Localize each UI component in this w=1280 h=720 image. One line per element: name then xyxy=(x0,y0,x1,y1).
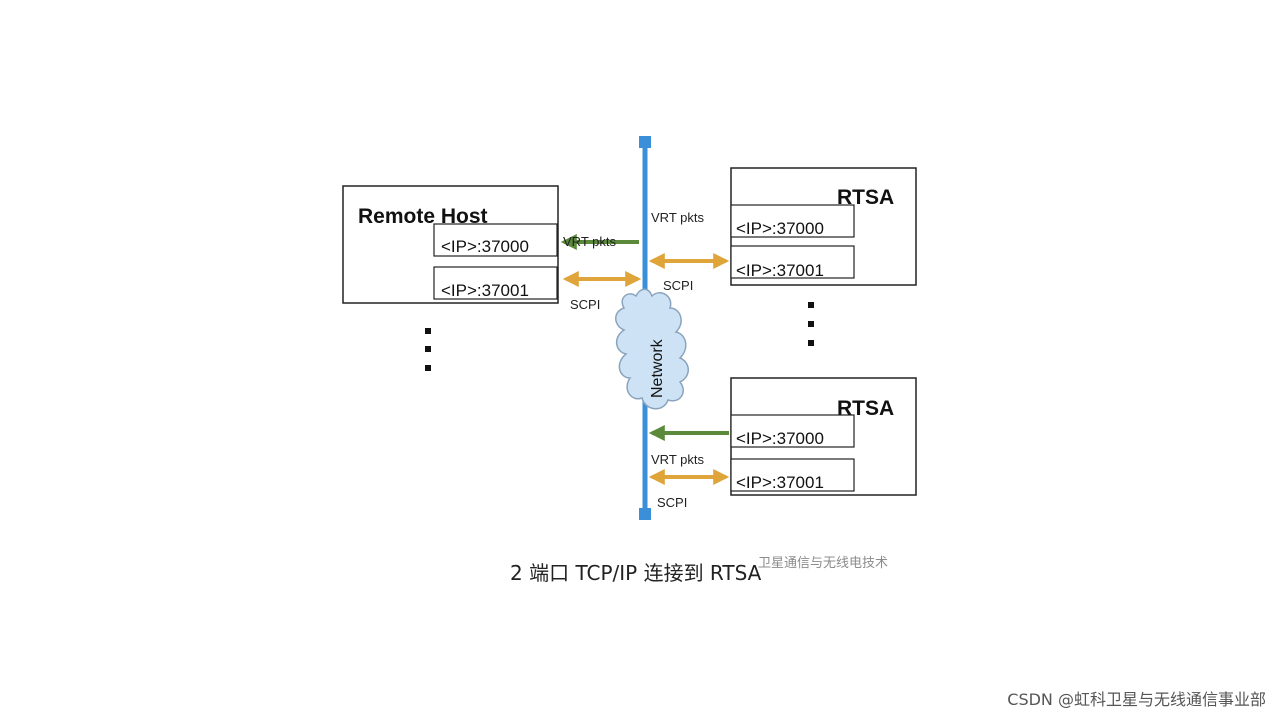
rtsa-top-title: RTSA xyxy=(837,186,894,209)
network-line-end-bottom xyxy=(639,508,651,520)
scpi-label-bottom: SCPI xyxy=(657,495,687,510)
rtsa-bottom-title: RTSA xyxy=(837,397,894,420)
ellipsis-dot xyxy=(425,346,431,352)
rtsa-bottom-port-scpi-box xyxy=(730,458,855,492)
ellipsis-dot xyxy=(808,321,814,327)
remote-host-title: Remote Host xyxy=(358,205,488,228)
remote-host-port-vrt-box xyxy=(433,223,558,257)
rtsa-top-port-vrt-box xyxy=(730,204,855,238)
ellipsis-dot xyxy=(425,328,431,334)
scpi-label-left: SCPI xyxy=(570,297,600,312)
ellipsis-dot xyxy=(808,302,814,308)
remote-host-port-scpi-box xyxy=(433,266,558,300)
remote-host-port-vrt: <IP>:37000 xyxy=(441,237,529,256)
remote-host-port-scpi: <IP>:37001 xyxy=(441,281,529,300)
ellipsis-dot xyxy=(808,340,814,346)
vrt-label-bottom: VRT pkts xyxy=(651,452,704,467)
vrt-label-top: VRT pkts xyxy=(651,210,704,225)
csdn-watermark: CSDN @虹科卫星与无线通信事业部 xyxy=(1007,690,1266,709)
network-label: Network xyxy=(649,338,666,398)
network-cloud xyxy=(615,288,689,410)
rtsa-top-port-scpi-box xyxy=(730,245,855,279)
scpi-label-top: SCPI xyxy=(663,278,693,293)
network-line-end-top xyxy=(639,136,651,148)
rtsa-bottom-port-vrt: <IP>:37000 xyxy=(736,429,824,448)
rtsa-bottom-port-vrt-box xyxy=(730,414,855,448)
rtsa-bottom-port-scpi: <IP>:37001 xyxy=(736,473,824,492)
vrt-label-left: VRT pkts xyxy=(563,234,616,249)
remote-host-box: Remote Host <IP>:37000 <IP>:37001 xyxy=(342,185,559,304)
rtsa-bottom-box: RTSA <IP>:37000 <IP>:37001 xyxy=(730,377,917,496)
rtsa-top-port-vrt: <IP>:37000 xyxy=(736,219,824,238)
ellipsis-dot xyxy=(425,365,431,371)
rtsa-top-port-scpi: <IP>:37001 xyxy=(736,261,824,280)
rtsa-top-box: RTSA <IP>:37000 <IP>:37001 xyxy=(730,167,917,286)
caption-watermark: 卫星通信与无线电技术 xyxy=(758,556,888,571)
caption: 2 端口 TCP/IP 连接到 RTSA xyxy=(510,561,762,585)
